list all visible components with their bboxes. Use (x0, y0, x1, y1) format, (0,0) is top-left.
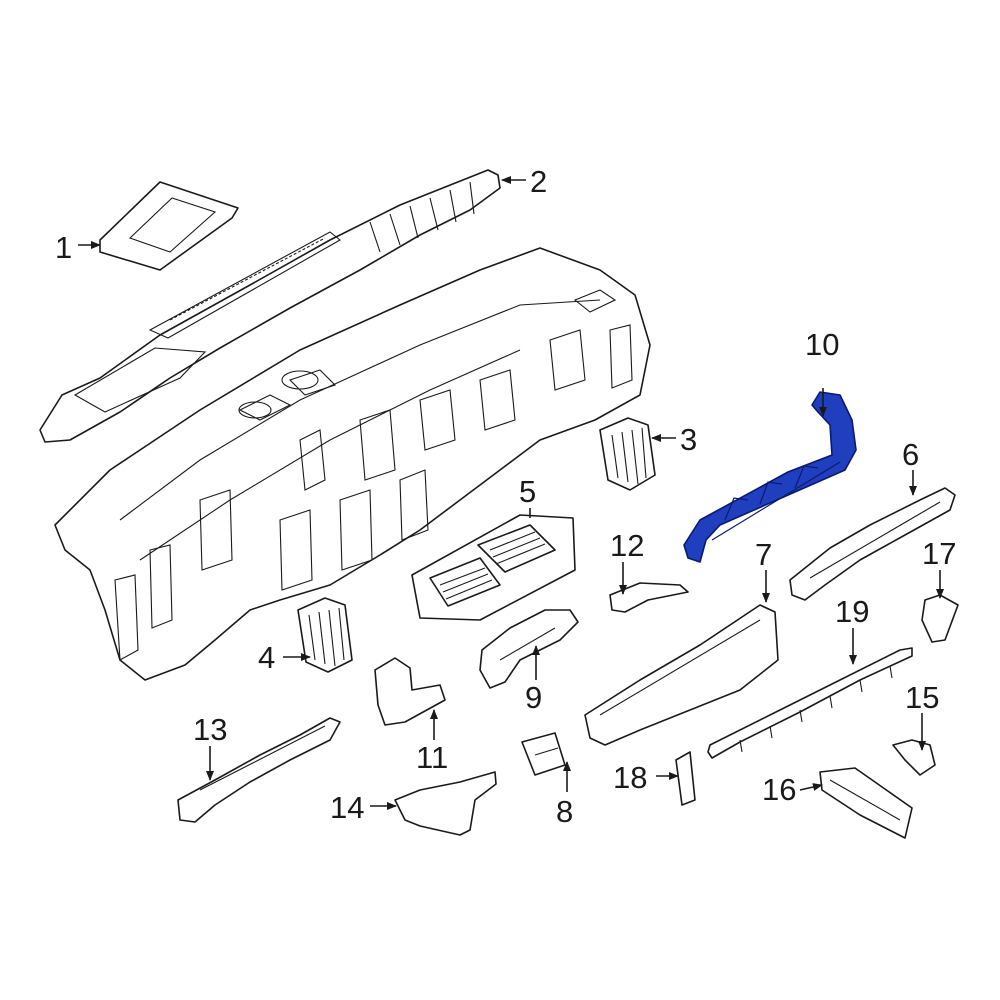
callout-15: 15 (905, 680, 939, 715)
callout-18: 18 (613, 760, 647, 795)
callout-11: 11 (416, 740, 448, 775)
callout-8: 8 (556, 794, 573, 829)
callout-17: 17 (922, 536, 956, 571)
part-13-bracket (177, 717, 341, 823)
callout-1: 1 (55, 230, 72, 265)
part-3-vent (599, 417, 656, 491)
callout-6: 6 (902, 437, 919, 472)
part-18-clip (675, 751, 696, 806)
part-6-side-trim (789, 487, 956, 601)
part-5-center-vents (411, 514, 576, 621)
callout-3: 3 (680, 422, 697, 457)
part-17-cap (921, 594, 959, 643)
callout-10: 10 (805, 327, 839, 362)
callout-14: 14 (330, 790, 364, 825)
part-11-bracket (374, 657, 446, 726)
callout-19: 19 (835, 594, 869, 629)
instrument-panel-frame (54, 247, 651, 681)
callout-2: 2 (530, 164, 547, 199)
callout-7: 7 (755, 537, 772, 572)
callout-16: 16 (762, 772, 796, 807)
part-7-lower-panel (584, 604, 779, 746)
callout-5: 5 (519, 474, 536, 509)
part-10-duct (683, 391, 857, 563)
part-2-dash-top-panel (39, 169, 501, 443)
leader-16 (799, 783, 823, 791)
part-19-strip (707, 647, 913, 759)
part-1-bezel (99, 181, 239, 271)
part-14-cover (394, 771, 497, 836)
leader-lines (78, 176, 944, 810)
callout-labels: 1 2 3 4 5 6 7 8 9 10 11 12 13 14 15 16 1… (55, 164, 956, 829)
part-9-handle (479, 609, 579, 689)
callout-9: 9 (525, 680, 542, 715)
callout-13: 13 (193, 712, 227, 747)
part-4-vent (297, 597, 353, 673)
callout-4: 4 (258, 640, 275, 675)
part-8-switch (521, 732, 566, 776)
part-12-clip (609, 582, 689, 613)
callout-12: 12 (610, 528, 644, 563)
part-16-trim-plate (819, 767, 913, 839)
part-15-bracket (892, 739, 936, 776)
